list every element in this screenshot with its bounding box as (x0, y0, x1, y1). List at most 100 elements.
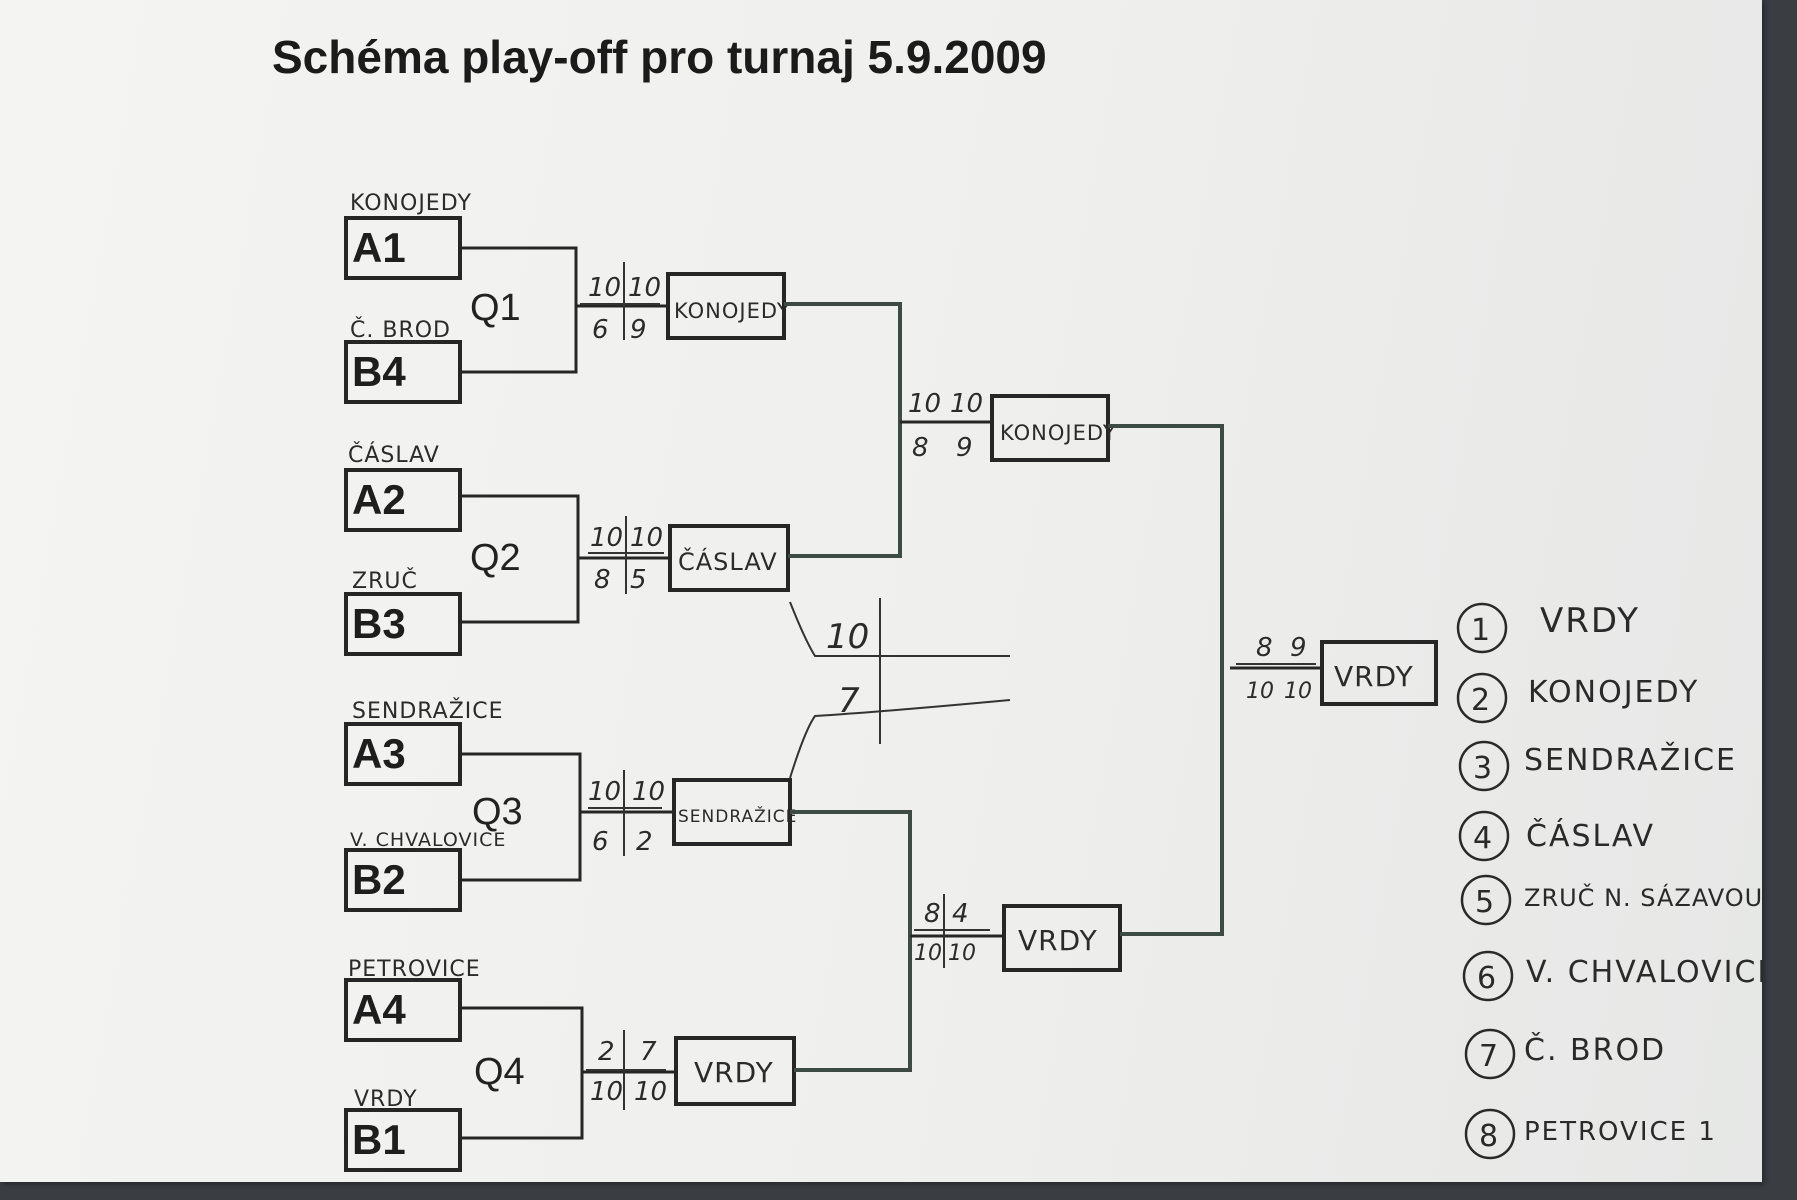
s2-score-bottom-1: 10 (914, 941, 942, 966)
s2-score-top-1: 8 (924, 899, 941, 929)
ranking-place: 6 (1477, 961, 1498, 996)
q2-label: Q2 (470, 537, 521, 579)
final-score-top-2: 9 (1290, 633, 1307, 663)
seed-b3: B3 ZRUČ (344, 568, 462, 656)
seed-b2-label: B2 (352, 856, 406, 903)
s2-score-bottom-2: 10 (948, 941, 976, 966)
ranking-place: 7 (1479, 1039, 1500, 1074)
seed-b4-label: B4 (352, 348, 406, 395)
q2-winner-name: ČÁSLAV (678, 546, 778, 576)
q3-score-top-2: 10 (632, 777, 665, 807)
seed-a2: A2 ČÁSLAV (344, 442, 462, 532)
s1-score-bottom-2: 9 (956, 433, 973, 463)
q2-winner: ČÁSLAV (668, 524, 790, 592)
seed-b3-team: ZRUČ (352, 568, 418, 594)
q4-connector (460, 1006, 676, 1140)
seed-b1-label: B1 (352, 1116, 406, 1163)
final-ranking: 1 VRDY 2 KONOJEDY 3 SENDRAŽICE 4 ČÁSLAV … (1456, 601, 1762, 1160)
seed-a4-label: A4 (352, 986, 406, 1033)
paper-sheet: Schéma play-off pro turnaj 5.9.2009 A1 K… (0, 0, 1762, 1182)
ranking-place: 1 (1471, 613, 1492, 648)
q1-score-bottom-2: 9 (630, 315, 647, 345)
q3-winner-name: SENDRAŽICE (678, 805, 797, 827)
q1-connector (460, 246, 668, 374)
q4-winner-name: VRDY (694, 1056, 774, 1089)
ranking-row: 1 VRDY (1456, 601, 1640, 654)
q3-score-top-1: 10 (588, 777, 621, 807)
q2-score-top-1: 10 (590, 523, 623, 553)
q4-score-bottom-2: 10 (634, 1077, 667, 1107)
page-title: Schéma play-off pro turnaj 5.9.2009 (272, 31, 1047, 83)
ranking-row: 5 ZRUČ N. SÁZAVOU (1460, 874, 1762, 926)
ranking-team: V. CHVALOVICE (1526, 955, 1762, 990)
s2-connector (790, 810, 1004, 1072)
seed-b4-team: Č. BROD (350, 317, 451, 343)
s1-score-bottom-1: 8 (912, 433, 929, 463)
q4-winner: VRDY (674, 1036, 796, 1106)
s2-winner-name: VRDY (1018, 924, 1098, 957)
seed-b2: B2 V. CHVALOVICE (344, 829, 506, 912)
q1-winner: KONOJEDY (666, 272, 791, 340)
s1-connector (784, 302, 992, 558)
seed-a2-team: ČÁSLAV (348, 442, 440, 468)
final-connector (1108, 424, 1322, 936)
seed-a1: A1 KONOJEDY (344, 191, 472, 280)
third-place-score-top: 10 (826, 617, 869, 657)
ranking-place: 4 (1473, 821, 1494, 856)
q3-connector (460, 752, 674, 882)
q3-score-bottom-1: 6 (592, 827, 609, 857)
q1-score-bottom-1: 6 (592, 315, 609, 345)
ranking-place: 8 (1479, 1119, 1500, 1154)
seed-b2-team: V. CHVALOVICE (350, 829, 506, 851)
final-score-top-1: 8 (1256, 633, 1273, 663)
final-score-bottom-1: 10 (1246, 679, 1274, 704)
q3-score-bottom-2: 2 (636, 827, 653, 857)
ranking-team: VRDY (1540, 601, 1640, 641)
q3-label: Q3 (472, 791, 523, 833)
seed-a1-label: A1 (352, 224, 406, 271)
s2-score-top-2: 4 (952, 899, 969, 929)
ranking-row: 4 ČÁSLAV (1458, 810, 1653, 862)
ranking-place: 2 (1471, 683, 1492, 718)
ranking-row: 6 V. CHVALOVICE (1462, 950, 1762, 1002)
q2-score: 10 10 8 5 (590, 523, 663, 595)
q1-score-top-1: 10 (588, 273, 621, 303)
ranking-place: 3 (1473, 751, 1494, 786)
s2-score: 8 4 10 10 (914, 899, 976, 966)
seed-a3-label: A3 (352, 730, 406, 777)
seed-b1: B1 VRDY (344, 1087, 462, 1172)
s1-score-top-1: 10 (908, 389, 941, 419)
q2-score-bottom-2: 5 (630, 565, 647, 595)
ranking-team: ZRUČ N. SÁZAVOU (1524, 882, 1762, 912)
ranking-row: 3 SENDRAŽICE (1458, 740, 1737, 792)
playoff-bracket: A1 KONOJEDY B4 Č. BROD A2 ČÁSLAV B3 ZRUČ… (344, 191, 1762, 1172)
s1-winner-name: KONOJEDY (1000, 421, 1117, 445)
ranking-row: 8 PETROVICE 1 (1464, 1108, 1715, 1160)
final-score: 8 9 10 10 (1246, 633, 1312, 704)
seed-a4-team: PETROVICE (348, 957, 481, 982)
ranking-place: 5 (1475, 885, 1496, 920)
q1-label: Q1 (470, 287, 521, 329)
final-winner: VRDY (1320, 640, 1438, 706)
third-place-match: 10 7 (789, 598, 1011, 779)
q4-score: 2 7 10 10 (590, 1037, 667, 1107)
ranking-team: KONOJEDY (1528, 675, 1699, 710)
s1-score: 10 10 8 9 (908, 389, 983, 463)
third-place-score-bottom: 7 (838, 681, 860, 721)
q3-winner: SENDRAŽICE (672, 778, 797, 846)
seed-b3-label: B3 (352, 600, 406, 647)
s1-winner: KONOJEDY (990, 394, 1117, 462)
q2-score-top-2: 10 (630, 523, 663, 553)
q4-label: Q4 (474, 1051, 525, 1093)
seed-a1-team: KONOJEDY (350, 191, 472, 216)
ranking-team: SENDRAŽICE (1524, 742, 1737, 778)
s1-score-top-2: 10 (950, 389, 983, 419)
seed-a3: A3 SENDRAŽICE (344, 698, 503, 786)
q1-winner-name: KONOJEDY (674, 299, 791, 323)
ranking-team: Č. BROD (1524, 1031, 1666, 1068)
q4-score-top-2: 7 (640, 1037, 657, 1067)
q4-score-bottom-1: 10 (590, 1077, 623, 1107)
q1-score-top-2: 10 (628, 273, 661, 303)
seed-a4: A4 PETROVICE (344, 957, 481, 1042)
seed-a2-label: A2 (352, 476, 406, 523)
